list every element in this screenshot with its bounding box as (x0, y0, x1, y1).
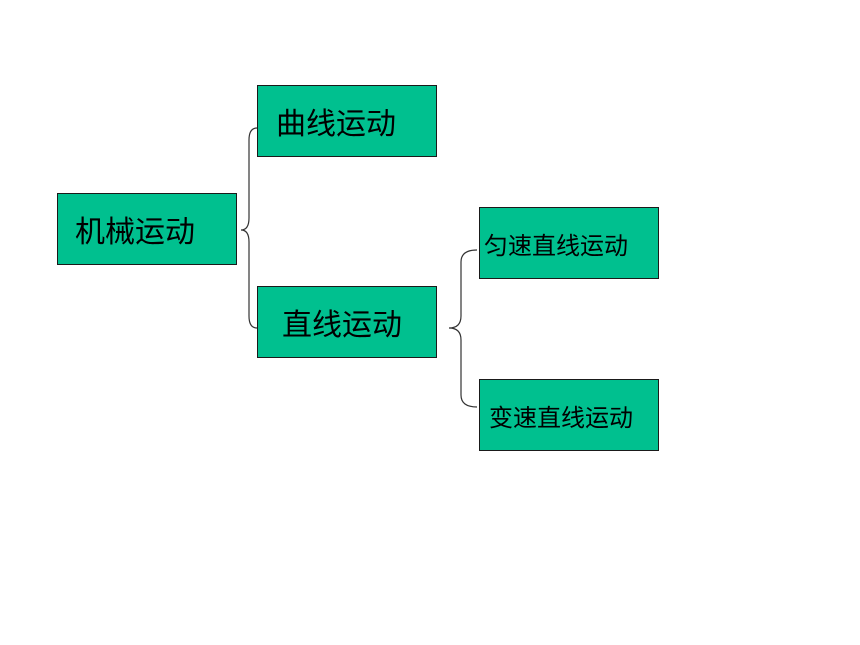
node-variable-linear-motion: 变速直线运动 (479, 379, 659, 451)
node-label: 机械运动 (75, 215, 195, 250)
node-label: 变速直线运动 (489, 403, 633, 432)
node-curvilinear-motion: 曲线运动 (257, 85, 437, 157)
brace-straight-to-subtypes (448, 249, 478, 408)
node-uniform-linear-motion: 匀速直线运动 (479, 207, 659, 279)
node-label: 曲线运动 (276, 107, 396, 142)
node-label: 匀速直线运动 (484, 231, 628, 260)
node-label: 直线运动 (282, 308, 402, 343)
node-mechanical-motion: 机械运动 (57, 193, 237, 265)
node-linear-motion: 直线运动 (257, 286, 437, 358)
brace-root-to-branches (240, 127, 258, 329)
